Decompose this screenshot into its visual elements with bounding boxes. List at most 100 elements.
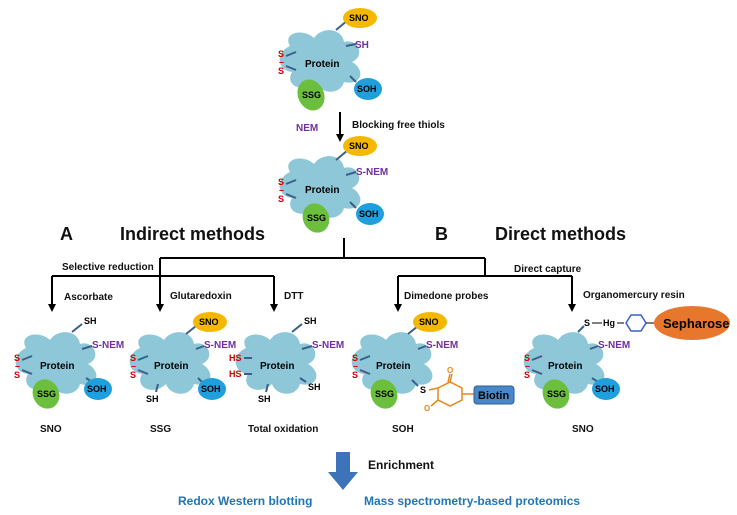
s-nem-label: S-NEM [92,340,124,351]
svg-text:S: S [352,353,358,363]
svg-text:Protein: Protein [154,361,188,372]
svg-text:SOH: SOH [359,209,379,219]
target-sno-1: SNO [40,424,62,435]
svg-text:S: S [584,318,590,328]
sh-label: SH [84,316,97,326]
svg-text:SOH: SOH [595,384,615,394]
svg-text:SNO: SNO [419,317,439,327]
disulfide-s2: S [278,66,284,76]
disulfide-dash: – [279,57,284,67]
hg-label: Hg [603,318,615,328]
sulfur-label: S [420,385,426,395]
dimedone-ring-icon [428,373,474,407]
svg-text:S: S [130,353,136,363]
selective-reduction-label: Selective reduction [62,262,154,273]
branch-connectors [48,238,576,312]
svg-text:S: S [278,194,284,204]
svg-text:S: S [130,370,136,380]
section-a-letter: A [60,224,73,244]
s-nem-label: S-NEM [356,167,388,178]
protein-dtt: Protein SH S-NEM HS HS SH SH [229,316,344,404]
biotin-label: Biotin [478,390,509,402]
sno-label: SNO [349,13,369,23]
s-nem-label: S-NEM [598,340,630,351]
soh-label: SOH [357,84,377,94]
sno-bubble [343,8,377,28]
protein-label: Protein [305,59,339,70]
target-sno-2: SNO [572,424,594,435]
carbonyl-o-label: O [447,366,453,375]
svg-text:SNO: SNO [349,141,369,151]
western-blotting-label: Redox Western blotting [178,494,312,508]
sh-label: SH [146,394,159,404]
svg-text:S: S [524,353,530,363]
enrichment-arrow-icon [328,452,358,490]
protein-dimedone: Protein SNO S-NEM S – S SSG S O O Biotin [351,312,515,413]
protein-top: Protein SNO SH S – S SSG SOH [278,8,382,111]
sepharose-bead [654,306,730,340]
section-b-title: Direct methods [495,224,626,244]
enrichment-label: Enrichment [368,458,434,472]
sno-bubble [193,312,227,332]
svg-text:Protein: Protein [376,361,410,372]
direct-capture-label: Direct capture [514,264,582,275]
svg-text:S: S [14,353,20,363]
sh-label: SH [355,40,369,51]
svg-text:SH: SH [304,316,317,326]
svg-text:S: S [524,370,530,380]
hs-label: HS [229,369,242,379]
target-soh: SOH [392,424,414,435]
ssg-bubble [542,379,570,409]
svg-text:Protein: Protein [548,361,582,372]
blocking-label: Blocking free thiols [352,120,445,131]
target-ssg: SSG [150,424,171,435]
svg-text:SSG: SSG [375,389,394,399]
svg-text:Protein: Protein [260,361,294,372]
protein-ascorbate: Protein SH S-NEM S – S SSG SOH [14,316,124,409]
dimedone-probes-label: Dimedone probes [404,291,489,302]
svg-text:SH: SH [258,394,271,404]
ssg-bubble [297,79,325,111]
svg-text:Protein: Protein [305,185,339,196]
svg-text:–: – [279,185,284,195]
organomercury-resin-label: Organomercury resin [583,290,685,301]
carbonyl-o-label: O [424,404,430,413]
soh-bubble [592,378,620,400]
ascorbate-label: Ascorbate [64,292,113,303]
svg-text:SSG: SSG [547,389,566,399]
sepharose-label: Sepharose [663,316,729,331]
ssg-label: SSG [302,90,321,100]
soh-bubble [84,378,112,400]
soh-bubble [198,378,226,400]
svg-text:SH: SH [308,382,321,392]
svg-text:SOH: SOH [201,384,221,394]
protein-organomercury: Protein S Hg Sepharose S-NEM S – S SSG S… [523,306,730,409]
svg-text:–: – [131,361,136,371]
disulfide-s1: S [278,49,284,59]
svg-text:S: S [352,370,358,380]
svg-text:S: S [278,177,284,187]
s-nem-label: S-NEM [312,340,344,351]
s-nem-label: S-NEM [426,340,458,351]
biotin-box [473,385,515,405]
svg-text:–: – [15,361,20,371]
hs-label: HS [229,353,242,363]
dtt-label: DTT [284,291,303,302]
sno-bubble [343,136,377,156]
target-total-oxidation: Total oxidation [248,424,318,435]
svg-text:SSG: SSG [37,389,56,399]
svg-text:SSG: SSG [307,213,326,223]
soh-bubble [356,203,384,225]
svg-text:SNO: SNO [199,317,219,327]
svg-text:–: – [525,361,530,371]
s-nem-label: S-NEM [204,340,236,351]
sno-bubble [413,312,447,332]
phenyl-ring-icon [625,314,647,332]
ssg-bubble [302,203,330,233]
svg-text:S: S [14,370,20,380]
protein-blocked: Protein SNO S-NEM S – S SSG SOH [278,136,388,233]
section-b-letter: B [435,224,448,244]
glutaredoxin-label: Glutaredoxin [170,291,232,302]
mass-spec-label: Mass spectrometry-based proteomics [364,494,580,508]
